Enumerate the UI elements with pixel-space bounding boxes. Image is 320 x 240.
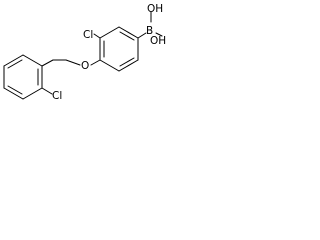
double-bond-inner bbox=[7, 85, 23, 95]
double-bond-inner bbox=[7, 59, 23, 69]
bond bbox=[118, 59, 139, 72]
double-bond-inner bbox=[119, 57, 135, 67]
hydroxyl-upper-label: OH bbox=[147, 3, 163, 15]
chloro-top-label: Cl bbox=[83, 29, 93, 41]
bond bbox=[3, 87, 24, 100]
double-bond-inner bbox=[119, 31, 135, 41]
bond-oxygen-to-methylene bbox=[65, 59, 81, 66]
bond bbox=[3, 54, 24, 67]
bond bbox=[41, 59, 54, 67]
bond bbox=[22, 87, 43, 100]
chemical-structure-diagram: B OH OH Cl O Cl bbox=[3, 3, 166, 102]
ring-a bbox=[99, 26, 139, 72]
ether-oxygen-label: O bbox=[81, 60, 89, 72]
boron-label: B bbox=[146, 25, 153, 37]
bond bbox=[22, 54, 43, 67]
bond bbox=[99, 59, 120, 72]
ring-b bbox=[3, 54, 67, 100]
hydroxyl-lower-label: OH bbox=[150, 35, 166, 47]
bond-ring-to-chloro-benzyl bbox=[41, 87, 53, 95]
bond-ring-to-boron bbox=[137, 32, 147, 39]
bond-ring-to-chloro bbox=[93, 33, 101, 39]
bond-boron-to-oh-lower bbox=[155, 32, 163, 37]
chloro-benzyl-label: Cl bbox=[52, 90, 62, 102]
bond-ring-to-oxygen bbox=[90, 59, 101, 66]
bond bbox=[99, 26, 120, 39]
bond bbox=[118, 26, 139, 39]
